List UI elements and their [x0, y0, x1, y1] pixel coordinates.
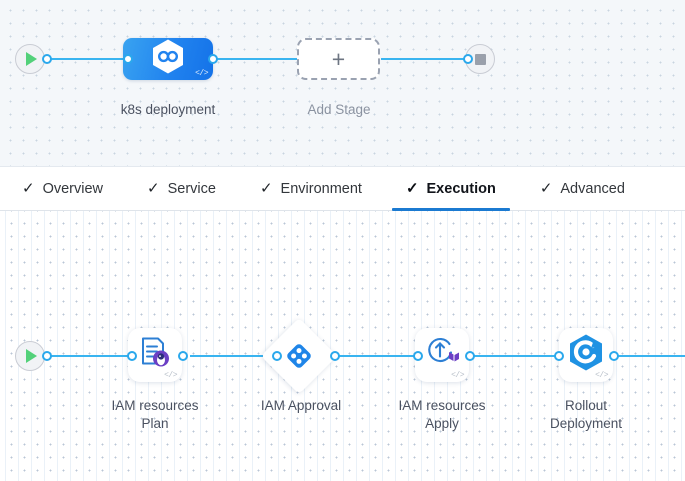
tab-label: Service: [167, 180, 216, 197]
execution-start-node[interactable]: [15, 341, 45, 371]
code-marker-icon: </>: [164, 371, 177, 380]
plus-icon: +: [331, 45, 346, 72]
add-stage-button[interactable]: +: [297, 38, 380, 80]
tab-service[interactable]: ✓ Service: [125, 167, 238, 210]
connector-step1-to-approval: [190, 355, 278, 357]
stage-label-k8s-deployment: k8s deployment: [120, 102, 216, 117]
connector-stage-to-add: [212, 58, 298, 60]
tab-underline: [391, 208, 510, 211]
tab-label: Advanced: [560, 180, 625, 197]
stage-tabbar: ✓ Overview ✓ Service ✓ Environment ✓ Exe…: [0, 166, 685, 211]
tab-label: Execution: [426, 180, 496, 197]
connector-add-to-end: [381, 58, 467, 60]
step-node-iam-resources-plan[interactable]: </>: [128, 328, 182, 382]
check-icon: ✓: [539, 180, 553, 197]
check-icon: ✓: [22, 180, 35, 197]
play-icon: [26, 349, 37, 363]
code-marker-icon: </>: [195, 69, 208, 78]
connector-step3-to-step4: [474, 355, 558, 357]
connector-start-to-stage: [44, 58, 128, 60]
step4-input-port[interactable]: [554, 351, 564, 361]
stage-node-k8s-deployment[interactable]: </>: [123, 38, 213, 80]
step3-input-port[interactable]: [413, 351, 423, 361]
step-label-iam-resources-apply: IAM resources Apply: [398, 398, 486, 431]
tab-label: Environment: [280, 180, 362, 197]
stop-square-icon: [474, 53, 486, 65]
approval-input-port[interactable]: [272, 351, 282, 361]
step1-input-port[interactable]: [127, 351, 137, 361]
tab-advanced[interactable]: ✓ Advanced: [518, 167, 647, 210]
pipeline-start-node[interactable]: [15, 44, 45, 74]
code-marker-icon: </>: [451, 371, 464, 380]
step-label-iam-resources-plan: IAM resources Plan: [111, 398, 199, 431]
add-stage-label: Add Stage: [307, 102, 371, 117]
terraform-apply-icon: [424, 336, 460, 375]
kubernetes-hexagon-icon: [151, 39, 185, 80]
start-output-port[interactable]: [42, 54, 52, 64]
execution-start-output-port[interactable]: [42, 351, 52, 361]
tab-label: Overview: [42, 180, 104, 197]
terraform-plan-icon: [138, 336, 172, 375]
step-label-rollout-deployment: Rollout Deployment: [549, 398, 623, 431]
step-node-rollout-deployment[interactable]: </>: [559, 328, 613, 382]
play-icon: [26, 52, 37, 66]
check-icon: ✓: [259, 180, 273, 197]
stage-input-port[interactable]: [123, 54, 133, 64]
tab-execution[interactable]: ✓ Execution: [384, 167, 518, 211]
argo-rollout-icon: [568, 334, 604, 377]
tab-environment[interactable]: ✓ Environment: [238, 167, 384, 210]
check-icon: ✓: [405, 180, 419, 197]
tab-overview[interactable]: ✓ Overview: [0, 167, 125, 210]
execution-canvas[interactable]: </> IAM resources Plan IAM Approval: [0, 211, 685, 481]
code-marker-icon: </>: [595, 371, 608, 380]
step3-output-port[interactable]: [465, 351, 475, 361]
step4-output-port[interactable]: [609, 351, 619, 361]
connector-step4-trailing: [616, 355, 685, 357]
step-label-iam-approval: IAM Approval: [260, 398, 342, 413]
stage-canvas[interactable]: </> k8s deployment + Add Stage: [0, 0, 685, 166]
connector-start-to-step1: [44, 355, 132, 357]
step1-output-port[interactable]: [178, 351, 188, 361]
approval-output-port[interactable]: [330, 351, 340, 361]
end-input-port[interactable]: [463, 54, 473, 64]
step-node-iam-resources-apply[interactable]: </>: [415, 328, 469, 382]
check-icon: ✓: [147, 180, 160, 197]
stage-output-port[interactable]: [208, 54, 218, 64]
connector-approval-to-step3: [336, 355, 416, 357]
